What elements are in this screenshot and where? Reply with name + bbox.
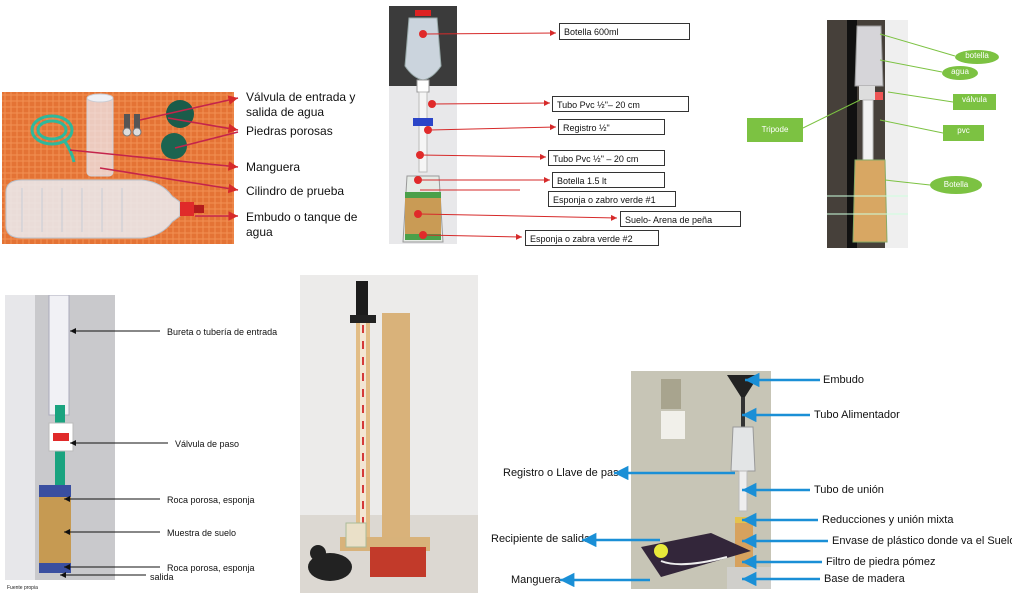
- label-pumice-filter: Filtro de piedra pómez: [826, 556, 936, 568]
- label-soil-sample: Muestra de suelo: [167, 528, 237, 538]
- tag-water: agua: [942, 66, 978, 80]
- photo-funnel-setup-drawing: [631, 371, 771, 589]
- box-pvc-tube-2: Tubo Pvc ½" – 20 cm: [548, 150, 665, 166]
- box-sponge-2: Esponja o zabra verde #2: [525, 230, 659, 246]
- tag-tripod: Tripode: [747, 118, 803, 142]
- photo-tripod-setup: [827, 20, 908, 248]
- tag-valve: válvula: [953, 94, 996, 110]
- label-hose-6: Manguera: [511, 574, 561, 586]
- label-feeder-tube: Tubo Alimentador: [814, 409, 900, 421]
- label-funnel: Embudo: [823, 374, 864, 386]
- box-sponge-1: Esponja o zabro verde #1: [548, 191, 676, 207]
- label-porous-rock-2: Roca porosa, esponja: [167, 563, 255, 573]
- photo-bottle-permeameter-drawing: [389, 6, 457, 244]
- box-bottle-1-5: Botella 1.5 lt: [552, 172, 665, 188]
- label-funnel-tank: Embudo o tanque de agua: [246, 210, 358, 239]
- photo-permeameter-parts: [2, 92, 234, 244]
- box-pvc-tube-1: Tubo Pvc ½"– 20 cm: [552, 96, 689, 112]
- label-valve-step: Válvula de paso: [175, 439, 240, 449]
- label-reductions: Reducciones y unión mixta: [822, 514, 954, 526]
- label-porous-stones: Piedras porosas: [246, 124, 333, 138]
- label-hose: Manguera: [246, 160, 301, 174]
- photo-wooden-frame: [300, 275, 478, 593]
- source-note: Fuente propia: [7, 585, 38, 591]
- label-union-tube: Tubo de unión: [814, 484, 884, 496]
- tag-pvc: pvc: [943, 125, 984, 141]
- box-soil-sand: Suelo- Arena de peña: [620, 211, 741, 227]
- label-test-cylinder: Cilindro de prueba: [246, 184, 345, 198]
- photo-funnel-setup: [631, 371, 771, 589]
- label-porous-rock-1: Roca porosa, esponja: [167, 495, 255, 505]
- label-outlet: salida: [150, 572, 174, 582]
- photo-burette-column-drawing: [5, 295, 115, 580]
- photo-permeameter-parts-drawing: [2, 92, 234, 244]
- label-soil-container: Envase de plástico donde va el Suelo: [832, 535, 1012, 547]
- photo-tripod-setup-drawing: [827, 20, 908, 248]
- photo-wooden-frame-drawing: [300, 275, 478, 593]
- label-valve: Válvula de entrada y salida de agua: [246, 90, 356, 119]
- label-outlet-container: Recipiente de salida: [491, 533, 591, 545]
- label-burette: Bureta o tubería de entrada: [167, 327, 278, 337]
- label-register-key: Registro o Llave de paso: [503, 467, 625, 479]
- box-register: Registro ½": [558, 119, 665, 135]
- box-bottle-600: Botella 600ml: [559, 23, 690, 40]
- tag-bottle-top: botella: [955, 50, 999, 64]
- label-wood-base: Base de madera: [824, 573, 905, 585]
- tag-bottle-bottom: Botella: [930, 176, 982, 194]
- photo-burette-column: [5, 295, 115, 580]
- photo-bottle-permeameter: [389, 6, 457, 244]
